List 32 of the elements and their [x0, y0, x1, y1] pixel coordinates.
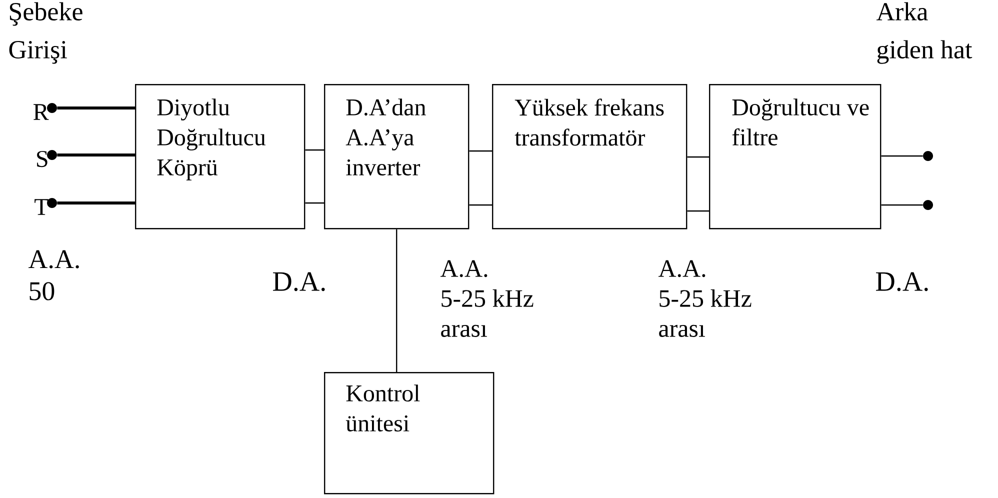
signal-label: D.A. — [876, 272, 928, 292]
process-box: Doğrultucu ve filtre — [709, 84, 882, 230]
connector-line — [469, 150, 492, 152]
process-box: Kontrol ünitesi — [324, 372, 494, 494]
connector-line — [305, 149, 324, 151]
signal-label: A.A. 5-25 kHz arası — [440, 260, 534, 337]
connector-line — [396, 229, 398, 372]
connector-line — [57, 154, 135, 156]
process-box: D.A’dan A.A’ya inverter — [324, 84, 470, 230]
terminal-dot — [47, 150, 57, 160]
terminal-label: S — [37, 150, 48, 168]
signal-label: D.A. — [273, 272, 325, 292]
process-box: Yüksek frekans transformatör — [492, 84, 688, 230]
connector-line — [469, 204, 492, 206]
terminal-label: T — [34, 199, 48, 215]
terminal-dot — [923, 151, 934, 161]
signal-label: A.A. 50 — [28, 250, 79, 300]
terminal-dot — [47, 103, 57, 113]
connector-line — [57, 202, 135, 204]
connector-line — [305, 202, 324, 204]
connector-line — [57, 106, 135, 110]
connector-line — [881, 155, 923, 157]
signal-label: Arka giden hat — [876, 2, 972, 64]
connector-line — [881, 204, 923, 206]
connector-line — [687, 210, 709, 212]
terminal-label: R — [33, 104, 49, 120]
process-box: Diyotlu Doğrultucu Köprü — [135, 84, 306, 230]
signal-label: Şebeke Girişi — [9, 2, 82, 64]
signal-label: A.A. 5-25 kHz arası — [658, 260, 752, 337]
terminal-dot — [47, 198, 57, 208]
terminal-dot — [923, 200, 934, 210]
connector-line — [687, 156, 709, 158]
